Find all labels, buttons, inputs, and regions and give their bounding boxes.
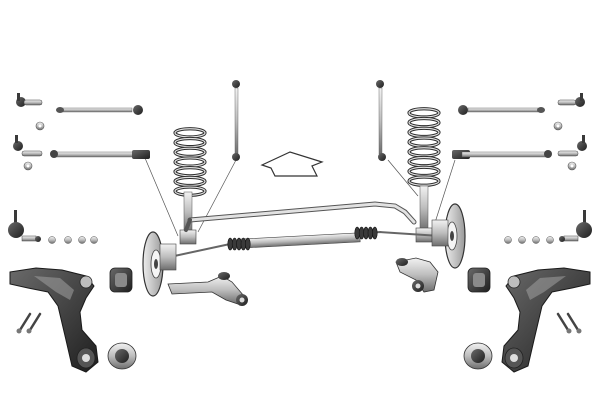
hardware-nuts-left	[48, 236, 98, 244]
bolts-left	[16, 312, 42, 334]
nuts-left-top	[23, 121, 45, 171]
coil-spring-right	[407, 107, 441, 187]
wheel-hub-right	[431, 219, 449, 247]
nuts-right-top	[553, 121, 577, 171]
stabilizer-link-right	[376, 80, 386, 161]
bushing-right-lower	[463, 342, 493, 370]
ball-joint-left	[8, 210, 41, 242]
tie-rod-right-lower	[452, 150, 552, 159]
tie-rod-left-upper	[56, 105, 143, 115]
control-arm-left	[9, 267, 99, 373]
tie-rod-end-right-lower	[557, 135, 587, 157]
control-arm-right	[501, 267, 591, 373]
steering-rack-boot-left	[227, 237, 251, 251]
shock-absorber-left	[179, 191, 197, 245]
tie-rod-end-right-upper	[557, 93, 585, 107]
wheel-hub-left	[159, 243, 177, 271]
tie-rod-end-left-lower	[13, 135, 43, 157]
tie-rod-left-lower	[50, 150, 150, 159]
hardware-nuts-right	[504, 236, 554, 244]
arrow-up-icon	[260, 151, 324, 177]
ball-joint-right	[559, 210, 592, 242]
brake-disc-right	[444, 203, 466, 269]
tie-rod-right-upper	[458, 105, 545, 115]
bolts-right	[556, 312, 582, 334]
bushing-left-lower	[107, 342, 137, 370]
bushing-right-upper	[467, 267, 491, 293]
stabilizer-bar	[184, 201, 417, 232]
control-arm-mounted-right	[395, 257, 439, 293]
coil-spring-left	[173, 127, 207, 197]
steering-rack	[164, 230, 441, 259]
control-arm-mounted-left	[167, 272, 248, 306]
bushing-left-upper	[109, 267, 133, 293]
tie-rod-end-left-upper	[16, 93, 43, 107]
stabilizer-link-left	[232, 80, 240, 161]
steering-rack-boot-right	[354, 226, 378, 240]
brake-disc-left	[142, 231, 164, 297]
